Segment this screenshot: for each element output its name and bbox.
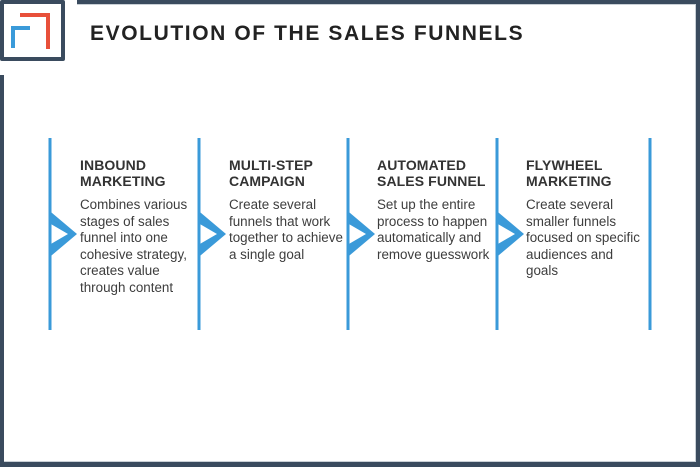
step-description: Combines various stages of sales funnel … <box>80 197 188 295</box>
divider-line <box>197 138 201 330</box>
chevron-right-icon <box>495 210 524 258</box>
logo <box>0 0 65 61</box>
frame-bottom-shade <box>4 461 696 462</box>
logo-red-bracket <box>20 13 50 49</box>
step-heading-line1: FLYWHEEL <box>526 157 603 173</box>
step-heading-line1: AUTOMATED <box>377 157 467 173</box>
frame-right-border <box>696 0 700 467</box>
step-heading-line2: SALES FUNNEL <box>377 173 486 189</box>
chevron-right-icon <box>346 210 375 258</box>
chevron-right-icon <box>48 210 77 258</box>
frame-bottom-border <box>0 462 700 467</box>
step-description: Set up the entire process to happen auto… <box>377 197 490 262</box>
step-heading-line2: MARKETING <box>526 173 612 189</box>
divider-line <box>648 138 652 330</box>
step-heading-line1: INBOUND <box>80 157 147 173</box>
frame-left-border <box>0 75 4 467</box>
step-heading-line2: MARKETING <box>80 173 166 189</box>
brackets-logo-icon <box>11 13 50 49</box>
logo-blue-bracket <box>11 26 30 48</box>
step-heading-line1: MULTI-STEP <box>229 157 313 173</box>
page-title: EVOLUTION OF THE SALES FUNNELS <box>90 22 525 45</box>
divider-line <box>495 138 499 330</box>
chevron-right-icon <box>197 210 226 258</box>
step-heading-line2: CAMPAIGN <box>229 173 305 189</box>
step-description: Create several funnels that work togethe… <box>229 197 343 262</box>
frame-top-border <box>77 0 700 4</box>
frame-top-shade <box>77 4 696 5</box>
divider-line <box>48 138 52 330</box>
divider-line <box>346 138 350 330</box>
step-description: Create several smaller funnels focused o… <box>526 197 640 279</box>
frame-right-shade <box>695 4 696 462</box>
